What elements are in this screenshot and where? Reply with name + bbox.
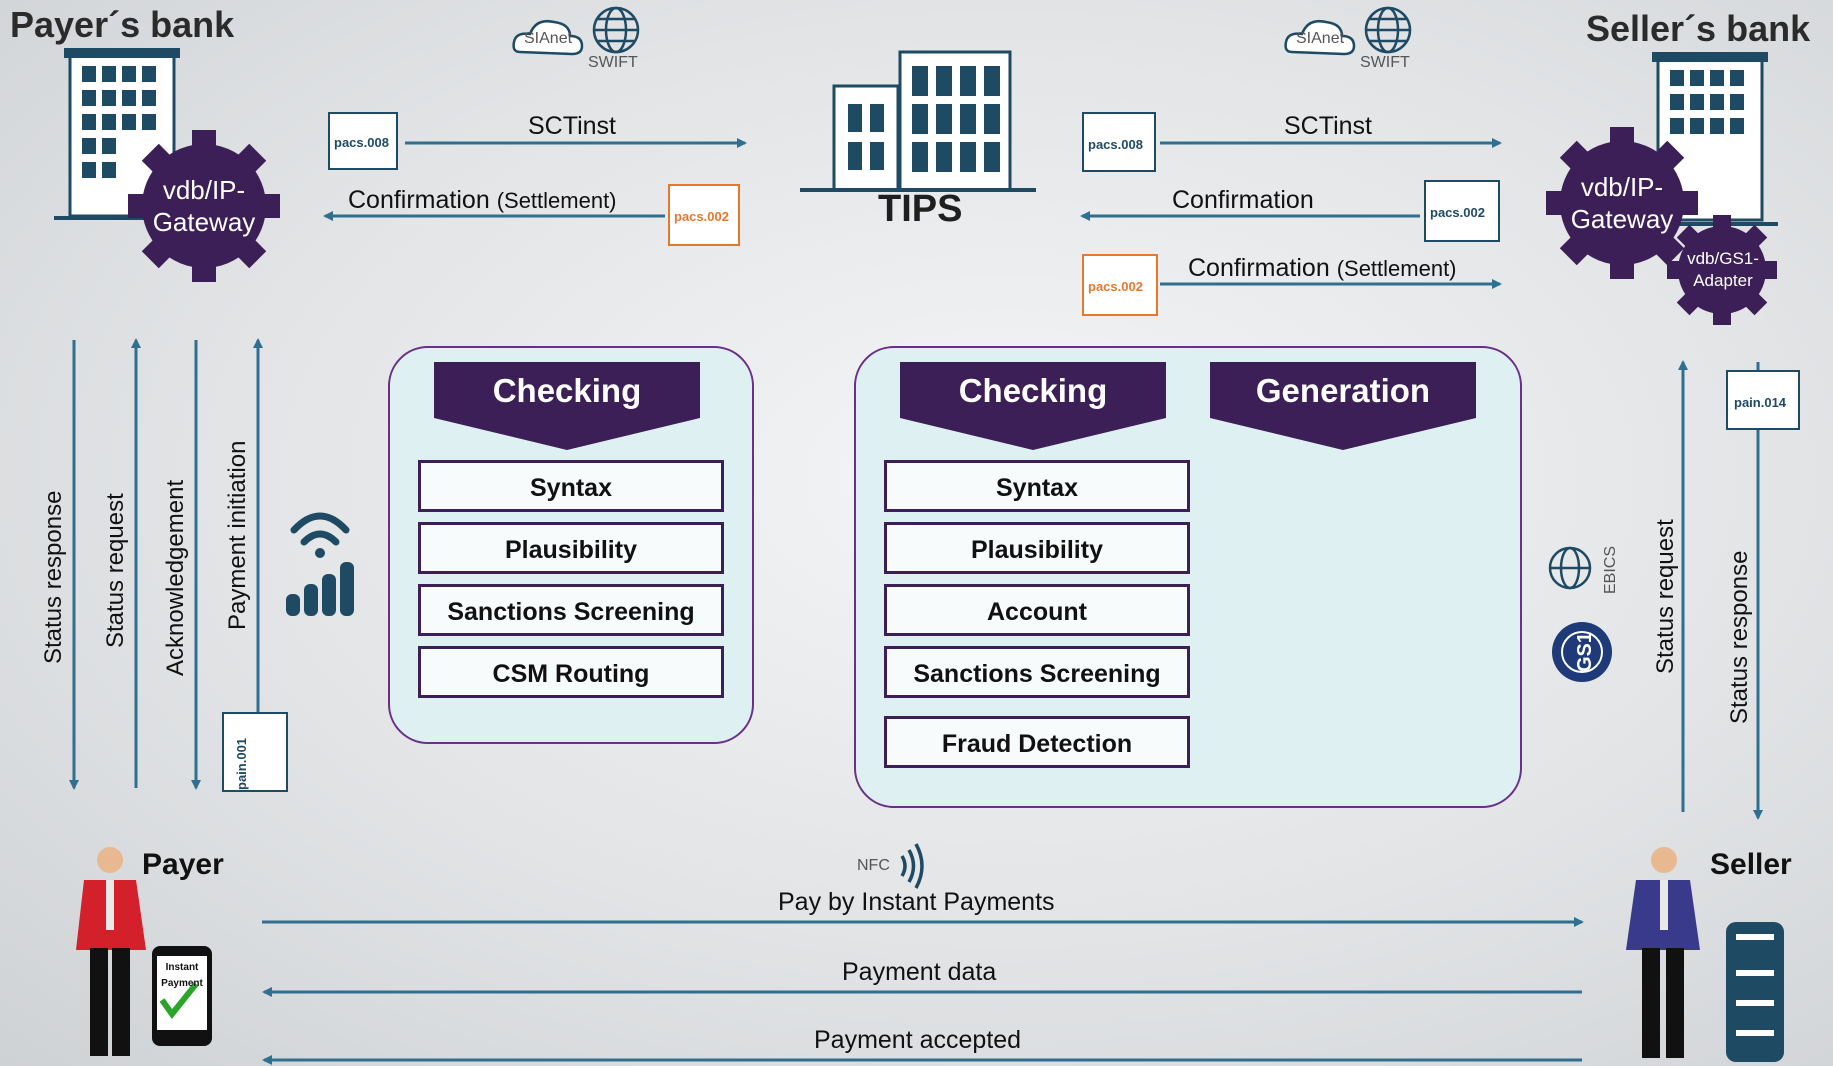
seller-label: Seller: [1710, 848, 1792, 881]
swift-globe-icon-left: [592, 6, 640, 54]
confirmation-text-right: Confirmation: [1188, 254, 1330, 282]
left-banner-shape: [434, 362, 700, 450]
pain014-label: pain.014: [1734, 395, 1787, 410]
status-response-label-payer: Status response: [40, 490, 67, 664]
payer-gateway-label: vdb/IP- Gateway: [152, 175, 256, 237]
sctinst-label-right: SCTinst: [1284, 112, 1372, 140]
payer-phone-icon: [152, 946, 212, 1046]
left-check-plausibility: Plausibility: [418, 522, 724, 574]
right-check-fraud-detection: Fraud Detection: [884, 716, 1190, 768]
payment-accepted-label: Payment accepted: [814, 1026, 1022, 1054]
nfc-waves-icon: [900, 843, 924, 889]
swift-label-right: SWIFT: [1360, 54, 1410, 71]
right-checking-panel: Checking Generation Syntax Plausibility …: [854, 346, 1522, 808]
settlement-text-right: (Settlement): [1336, 256, 1457, 281]
generation-title: Generation: [1255, 372, 1431, 409]
seller-adapter-gear-icon: [1667, 215, 1777, 325]
sianet-label-right: SIAnet: [1296, 30, 1345, 47]
seller-adapter-label: vdb/GS1- Adapter: [1687, 249, 1759, 290]
left-checking-banner: Checking: [434, 362, 700, 450]
payment-initiation-label: Payment initiation: [224, 440, 251, 630]
confirmation-label-left: Confirmation (Settlement): [348, 186, 617, 215]
status-request-label-seller: Status request: [1652, 519, 1679, 674]
payer-bank-building-icon: [54, 48, 190, 220]
seller-gateway-label: vdb/IP- Gateway: [1570, 172, 1674, 234]
generation-banner: Generation: [1210, 362, 1476, 450]
ebics-label: EBICS: [1602, 545, 1619, 594]
pay-instant-label: Pay by Instant Payments: [778, 888, 1055, 916]
phone-text: Instant Payment: [161, 962, 203, 989]
acknowledgement-label: Acknowledgement: [162, 479, 189, 676]
signal-bars-icon: [286, 562, 354, 616]
gs1-label: GS1: [1574, 631, 1596, 672]
sctinst-label-left: SCTinst: [528, 112, 616, 140]
settlement-text-left: (Settlement): [496, 188, 617, 213]
wifi-dot: [315, 548, 325, 558]
confirmation-label-right: Confirmation: [1172, 186, 1314, 214]
left-checks-list: Syntax Plausibility Sanctions Screening …: [418, 460, 724, 720]
pacs008-doc-left: pacs.008: [328, 112, 398, 170]
gs1-logo-icon: [1552, 622, 1612, 682]
tips-label: TIPS: [878, 188, 963, 230]
confirmation-text-left: Confirmation: [348, 186, 490, 214]
swift-label-left: SWIFT: [588, 54, 638, 71]
left-checking-title: Checking: [492, 372, 642, 409]
seller-person-icon: [1626, 847, 1700, 1058]
left-check-syntax: Syntax: [418, 460, 724, 512]
pacs008-doc-right: pacs.008: [1082, 112, 1156, 172]
sianet-label-left: SIAnet: [524, 30, 573, 47]
tips-building-icon: [800, 50, 1036, 192]
status-response-label-seller: Status response: [1726, 550, 1753, 724]
pacs002-label-right: pacs.002: [1430, 205, 1485, 220]
payer-bank-title: Payer´s bank: [10, 4, 235, 45]
left-check-csm-routing: CSM Routing: [418, 646, 724, 698]
pacs002-doc-right: pacs.002: [1424, 180, 1500, 242]
pain014-doc: pain.014: [1726, 370, 1800, 430]
seller-bank-title: Seller´s bank: [1586, 8, 1811, 49]
wifi-signal-icon: [290, 512, 350, 546]
right-checking-title: Checking: [958, 372, 1108, 409]
confirmation-settlement-label-right: Confirmation (Settlement): [1188, 254, 1457, 283]
left-check-sanctions: Sanctions Screening: [418, 584, 724, 636]
pacs002-label-settlement: pacs.002: [1088, 279, 1143, 294]
nfc-label: NFC: [857, 857, 890, 874]
pacs002-doc-settlement: pacs.002: [1082, 254, 1158, 316]
seller-gateway-gear-icon: [1546, 127, 1698, 279]
payment-data-label: Payment data: [842, 958, 997, 986]
status-request-label-payer: Status request: [102, 493, 129, 648]
pacs008-label-left: pacs.008: [334, 135, 389, 150]
right-check-account: Account: [884, 584, 1190, 636]
pain001-label: pain.001: [234, 737, 249, 790]
ebics-globe-icon: [1548, 546, 1592, 590]
right-checks-list: Syntax Plausibility Account Sanctions Sc…: [884, 460, 1190, 790]
sianet-cloud-icon-right: [1284, 20, 1356, 56]
right-check-syntax: Syntax: [884, 460, 1190, 512]
right-checking-banner-shape: [900, 362, 1166, 450]
left-checking-panel: Checking Syntax Plausibility Sanctions S…: [388, 346, 754, 744]
pacs002-doc-left: pacs.002: [668, 184, 740, 246]
pos-terminal-icon: [1726, 922, 1784, 1062]
right-checking-banner: Checking: [900, 362, 1166, 450]
swift-globe-icon-right: [1364, 6, 1412, 54]
payer-person-icon: [76, 847, 146, 1056]
pacs008-label-right: pacs.008: [1088, 137, 1143, 152]
payer-gateway-gear-icon: [128, 130, 280, 282]
sianet-cloud-icon-left: [512, 20, 584, 56]
payer-label: Payer: [142, 848, 224, 881]
right-check-plausibility: Plausibility: [884, 522, 1190, 574]
generation-banner-shape: [1210, 362, 1476, 450]
pain001-doc: pain.001: [222, 712, 288, 792]
pacs002-label-left: pacs.002: [674, 209, 729, 224]
right-check-sanctions: Sanctions Screening: [884, 646, 1190, 698]
